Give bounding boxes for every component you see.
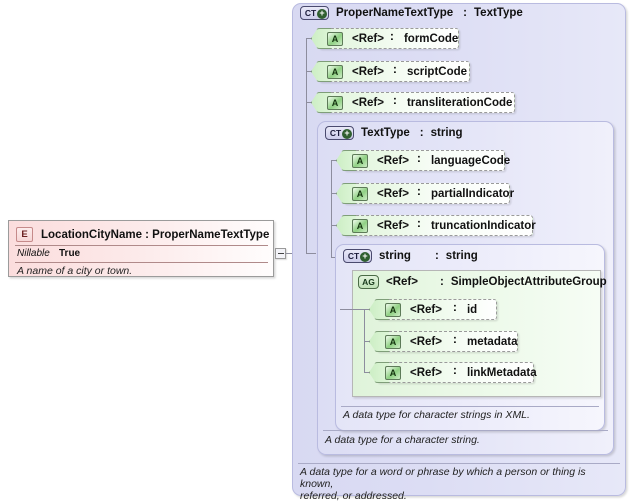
doc-proper-name-text-type: A data type for a word or phrase by whic…: [300, 466, 586, 502]
attribute-name: linkMetadata: [466, 366, 537, 379]
attribute-ref: <Ref>: [377, 219, 409, 232]
attribute-ref: <Ref>: [410, 366, 442, 379]
attribute-tab: A: [377, 300, 407, 319]
attribute-row-link-metadata[interactable]: A <Ref> linkMetadata: [376, 362, 537, 383]
attribute-ref: <Ref>: [352, 32, 384, 45]
collapse-toggle[interactable]: [275, 248, 286, 259]
attribute-icon: A: [327, 64, 343, 79]
complextype-separator: :: [434, 250, 439, 262]
complextype-header-proper-name-text-type: CT ProperNameTextType : TextType: [300, 6, 523, 20]
attribute-icon: A: [385, 365, 401, 380]
tree-spine-1: [306, 38, 307, 253]
attribute-icon: A: [385, 334, 401, 349]
attribute-name: truncationIndicator: [430, 219, 536, 232]
attribute-tab: A: [344, 151, 374, 170]
attributegroup-icon: AG: [358, 275, 379, 289]
attribute-icon: A: [327, 31, 343, 46]
attribute-tab: A: [377, 363, 407, 382]
attribute-tab: A: [344, 216, 374, 235]
attribute-row-truncation-indicator[interactable]: A <Ref> truncationIndicator: [343, 215, 536, 236]
attribute-icon: A: [327, 95, 343, 110]
doc-string-type: A data type for character strings in XML…: [343, 409, 530, 421]
attribute-icon: A: [352, 153, 368, 168]
attribute-ref: <Ref>: [377, 154, 409, 167]
attribute-row-script-code[interactable]: A <Ref> scriptCode: [318, 61, 470, 82]
element-divider-top: [15, 245, 268, 246]
attribute-colon-metadata: :: [453, 334, 457, 346]
attributegroup-name: SimpleObjectAttributeGroup: [450, 276, 607, 288]
complextype-header-text-type: CT TextType : string: [325, 126, 463, 140]
attribute-row-transliteration-code[interactable]: A <Ref> transliterationCode: [318, 92, 515, 113]
tree-branch-3-0: [340, 309, 364, 310]
attribute-row-metadata[interactable]: A <Ref> metadata: [376, 331, 518, 352]
complextype-header-string-type: CT string : string: [343, 249, 478, 263]
tree-branch-1-4: [306, 253, 316, 254]
complextype-base: TextType: [474, 7, 523, 19]
attribute-name: partialIndicator: [430, 187, 515, 200]
attribute-colon-partial-indicator: :: [417, 186, 421, 198]
attribute-ref: <Ref>: [410, 303, 442, 316]
attribute-name: transliterationCode: [406, 96, 513, 109]
attribute-ref: <Ref>: [410, 335, 442, 348]
attribute-name: id: [466, 303, 478, 316]
complextype-icon[interactable]: CT: [300, 6, 329, 20]
element-title: E LocationCityName : ProperNameTextType: [16, 227, 269, 242]
element-divider-bottom: [15, 262, 268, 263]
attribute-colon-form-code: :: [390, 31, 394, 43]
complextype-separator: :: [419, 127, 424, 139]
attribute-name: metadata: [466, 335, 518, 348]
attribute-ref: <Ref>: [377, 187, 409, 200]
complextype-icon[interactable]: CT: [325, 126, 354, 140]
attribute-ref: <Ref>: [352, 65, 384, 78]
attribute-row-language-code[interactable]: A <Ref> languageCode: [343, 150, 510, 171]
complextype-name: TextType: [361, 127, 410, 139]
attribute-tab: A: [344, 184, 374, 203]
doc-divider-text-type: [323, 430, 608, 431]
attribute-colon-link-metadata: :: [453, 365, 457, 377]
attribute-name: languageCode: [430, 154, 511, 167]
attribute-icon: A: [352, 186, 368, 201]
element-icon: E: [16, 227, 33, 242]
element-name: LocationCityName : ProperNameTextType: [41, 228, 270, 241]
element-documentation: A name of a city or town.: [17, 265, 133, 277]
complextype-name: string: [379, 250, 411, 262]
attribute-icon: A: [385, 302, 401, 317]
complextype-icon[interactable]: CT: [343, 249, 372, 263]
attributegroup-separator: :: [439, 276, 444, 288]
attribute-tab: A: [319, 62, 349, 81]
doc-divider-string-type: [341, 406, 599, 407]
attribute-tab: A: [319, 93, 349, 112]
attribute-colon-truncation-indicator: :: [417, 218, 421, 230]
element-property-key: Nillable: [17, 248, 50, 259]
attribute-colon-language-code: :: [417, 153, 421, 165]
complextype-base: string: [445, 250, 478, 262]
attribute-colon-script-code: :: [393, 64, 397, 76]
attribute-ref: <Ref>: [352, 96, 384, 109]
attribute-colon-id: :: [453, 302, 457, 314]
attributegroup-ref: <Ref>: [386, 276, 418, 288]
attribute-row-form-code[interactable]: A <Ref> formCode: [318, 28, 459, 49]
attributegroup-header: AG <Ref> : SimpleObjectAttributeGroup: [358, 275, 607, 289]
doc-divider-proper-name-text-type: [298, 463, 620, 464]
element-property-value: True: [59, 248, 81, 259]
complextype-base: string: [430, 127, 463, 139]
attribute-row-id[interactable]: A <Ref> id: [376, 299, 497, 320]
attribute-name: scriptCode: [406, 65, 468, 78]
complextype-name: ProperNameTextType: [336, 7, 454, 19]
attribute-tab: A: [319, 29, 349, 48]
attribute-tab: A: [377, 332, 407, 351]
attribute-row-partial-indicator[interactable]: A <Ref> partialIndicator: [343, 183, 514, 204]
element-panel[interactable]: E LocationCityName : ProperNameTextType …: [8, 220, 274, 277]
doc-text-type: A data type for a character string.: [325, 434, 480, 446]
tree-spine-2: [331, 160, 332, 257]
attribute-colon-transliteration-code: :: [393, 95, 397, 107]
attribute-icon: A: [352, 218, 368, 233]
attribute-name: formCode: [403, 32, 459, 45]
complextype-separator: :: [463, 7, 468, 19]
